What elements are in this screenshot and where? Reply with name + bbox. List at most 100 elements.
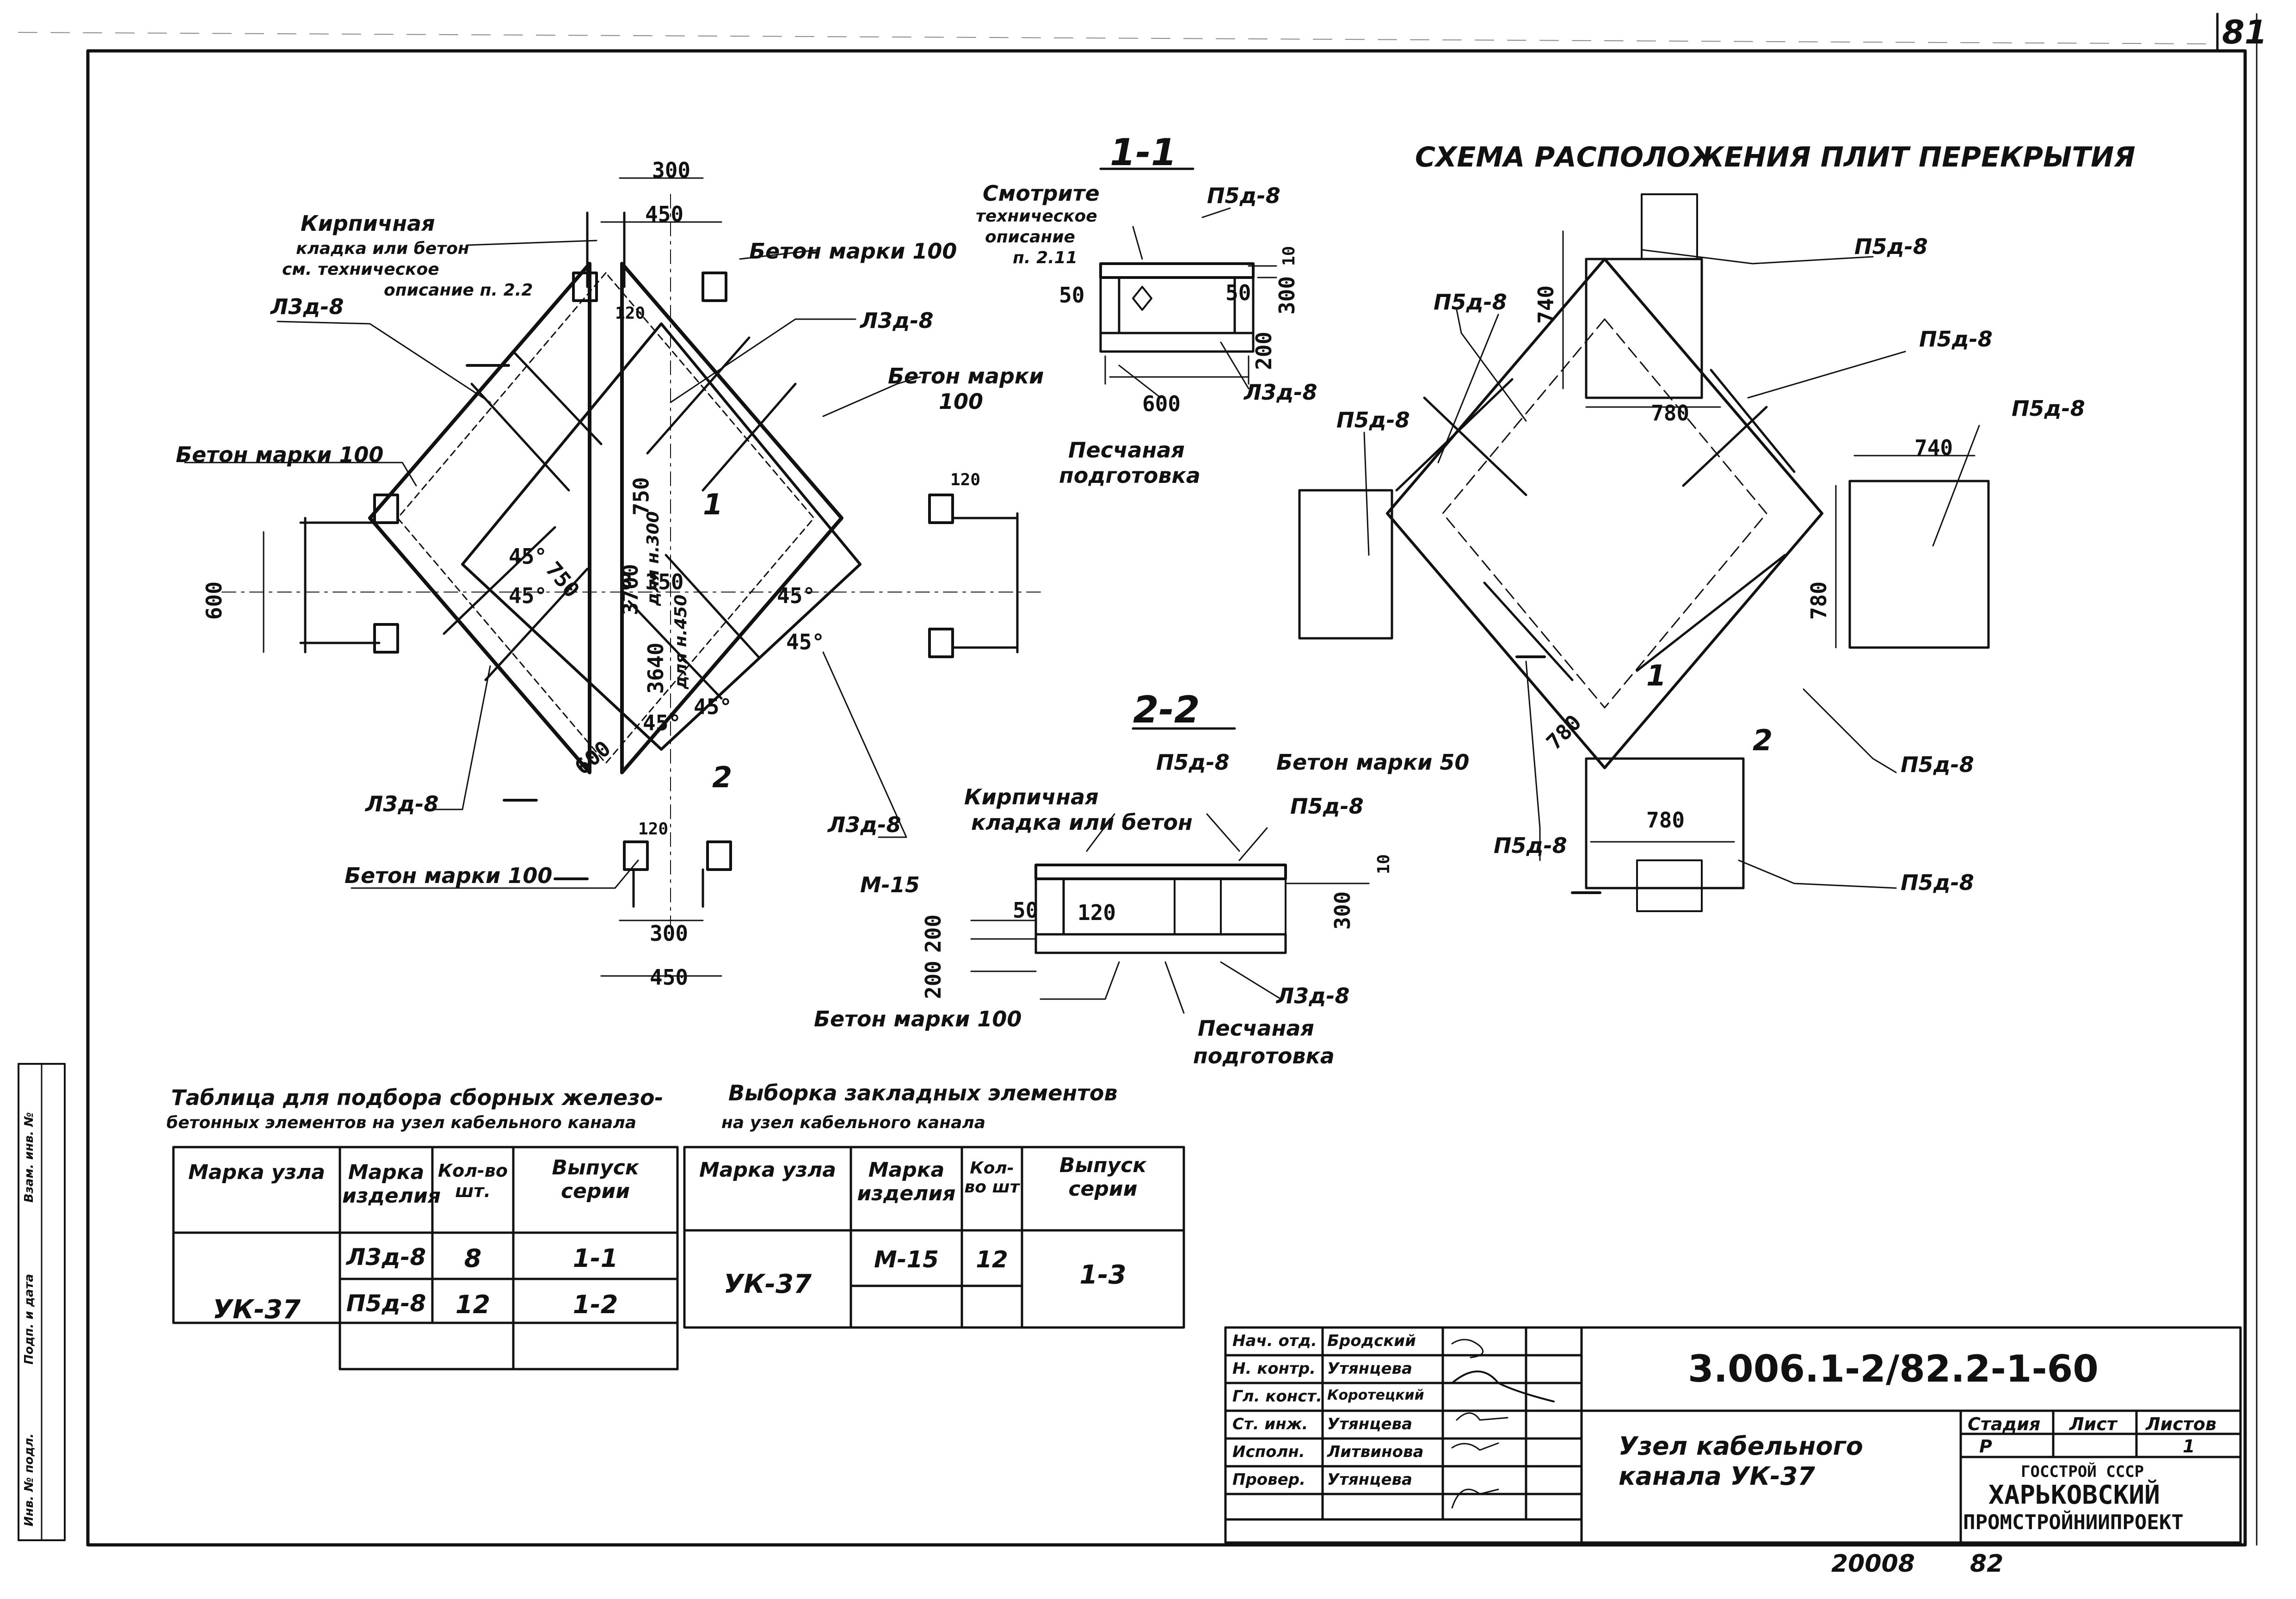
tb-org-3: ПРОМСТРОЙНИИПРОЕКТ [1963,1511,2184,1534]
s22-m15: М-15 [860,872,920,897]
slab-scheme [1298,193,1990,912]
tb-document-code: 3.006.1-2/82.2-1-60 [1688,1347,2099,1390]
plan-dim-120-top: 120 [615,304,646,323]
plan-dim-3640-note: для н.450 [671,594,690,689]
s22-sand-1: Песчаная [1198,1016,1314,1041]
section-2-2 [970,727,1370,1014]
table2-grid [683,1146,1185,1329]
table1-grid [172,1146,679,1371]
plan-dim-3350: 3 350 [620,569,684,594]
section-1-1-title: 1-1 [1110,131,1177,174]
bottom-number-right: 82 [1970,1550,2004,1578]
title-block-grid [1224,1326,2242,1544]
plan-concrete-top: Бетон марки 100 [749,239,957,264]
plan-l3d8-top-right: Л3д-8 [860,308,934,333]
table1-row1-qty: 8 [464,1244,482,1273]
table2-item: М-15 [874,1246,939,1273]
scheme-dim-740-a: 740 [1533,285,1558,324]
scheme-title: СХЕМА РАСПОЛОЖЕНИЯ ПЛИТ ПЕРЕКРЫТИЯ [1415,141,2136,173]
s11-p5d8: П5д-8 [1207,183,1280,208]
s11-sand-2: подготовка [1059,463,1200,488]
plan-angle-45-1: 45° [509,544,548,569]
table2-title-2: на узел кабельного канала [721,1113,986,1132]
scheme-p5d8-1: П5д-8 [1854,234,1928,259]
table1-row1-item: Л3д-8 [346,1244,426,1271]
table2-series: 1-3 [1079,1260,1126,1290]
plan-dim-3640: 3640 [643,642,668,694]
s22-p5d8-a: П5д-8 [1156,750,1230,775]
section-2-2-title: 2-2 [1133,688,1200,731]
s22-dim-120: 120 [1077,900,1116,925]
s11-dim-600: 600 [1142,391,1181,416]
plan-cut-1: 1 [703,488,723,521]
s22-concrete-50: Бетон марки 50 [1276,750,1470,775]
s22-l3d8: Л3д-8 [1276,983,1350,1008]
plan-dim-300-top: 300 [652,158,691,183]
scheme-p5d8-4: П5д-8 [2012,396,2085,421]
s22-p5d8-b: П5д-8 [1290,794,1364,819]
table2-header-series: Выпуск серии [1059,1154,1147,1201]
s11-dim-200: 200 [1251,331,1276,370]
s11-see-1: Смотрите [983,181,1100,206]
table2-header-node: Марка узла [699,1158,836,1182]
s11-see-3: описание [985,228,1075,247]
scheme-cut-2: 2 [1753,723,1773,757]
s11-dim-300: 300 [1274,276,1299,315]
table1-header-series: Выпуск серии [552,1156,639,1203]
scheme-p5d8-6: П5д-8 [1901,752,1974,777]
scheme-p5d8-5: П5д-8 [1336,407,1410,432]
s11-see-4: п. 2.11 [1013,248,1077,267]
table1-row1-series: 1-1 [572,1244,618,1273]
s22-sand-2: подготовка [1193,1043,1335,1068]
tb-role-2: Н. контр. [1232,1359,1316,1378]
table1-row2-item: П5д-8 [346,1290,426,1317]
tb-org-2: ХАРЬКОВСКИЙ [1988,1480,2160,1510]
table2-header-qty: Кол-во шт [964,1159,1020,1197]
table1-node: УК-37 [212,1295,301,1325]
tb-name-2: Утянцева [1327,1359,1412,1378]
plan-angle-45-5: 45° [643,710,682,735]
tb-role-3: Гл. конст. [1232,1387,1323,1406]
tb-name-line-2: канала УК-37 [1619,1462,1815,1491]
tb-role-4: Ст. инж. [1232,1415,1308,1433]
plan-l3d8-bottom-right: Л3д-8 [828,812,901,837]
sheet-number: 81 [2222,13,2267,51]
tb-stage-value: Р [1979,1436,1992,1457]
tb-name-line-1: Узел кабельного [1619,1432,1863,1461]
plan-dim-750-b: 750 [628,477,654,516]
plan-l3d8-bottom-left: Л3д-8 [365,791,439,816]
plan-concrete-left: Бетон марки 100 [176,442,384,467]
table2-node: УК-37 [723,1269,812,1299]
s22-dim-200-a: 200 [921,914,946,953]
plan-angle-45-2: 45° [509,583,548,608]
table1-header-qty: Кол-во шт. [438,1161,508,1201]
tb-name-1: Бродский [1327,1332,1416,1350]
tb-org-1: ГОССТРОЙ СССР [2021,1463,2144,1481]
s11-see-2: техническое [976,207,1097,226]
table1-row2-qty: 12 [455,1290,491,1319]
scheme-dim-780-right: 780 [1806,581,1831,620]
table1-title-1: Таблица для подбора сборных железо- [171,1085,664,1110]
table1-title-2: бетонных элементов на узел кабельного ка… [166,1113,636,1132]
plan-angle-45-3: 45° [777,583,816,608]
scheme-dim-780-top: 780 [1651,401,1690,426]
s22-dim-50: 50 [1013,898,1039,923]
plan-concrete-bottom: Бетон марки 100 [345,863,553,888]
scheme-p5d8-3: П5д-8 [1919,327,1993,352]
tb-name-6: Утянцева [1327,1470,1412,1489]
table2-header-item: Марка изделия [857,1158,956,1205]
side-stamp-b: Подп. и дата [22,1274,36,1364]
s22-brick-1: Кирпичная [964,784,1099,809]
scheme-dim-780-bottom: 780 [1646,808,1685,833]
s11-l3d8: Л3д-8 [1244,380,1317,405]
tb-name-5: Литвинова [1327,1443,1424,1461]
plan-dim-120-right: 120 [950,470,981,489]
table1-header-item: Марка изделия [342,1161,441,1208]
table1-header-node: Марка узла [188,1161,325,1184]
plan-l3d8-top-left: Л3д-8 [271,294,344,319]
plan-dim-120-bottom: 120 [638,820,669,839]
s22-dim-300: 300 [1330,891,1355,930]
s11-sand-1: Песчаная [1068,438,1185,463]
